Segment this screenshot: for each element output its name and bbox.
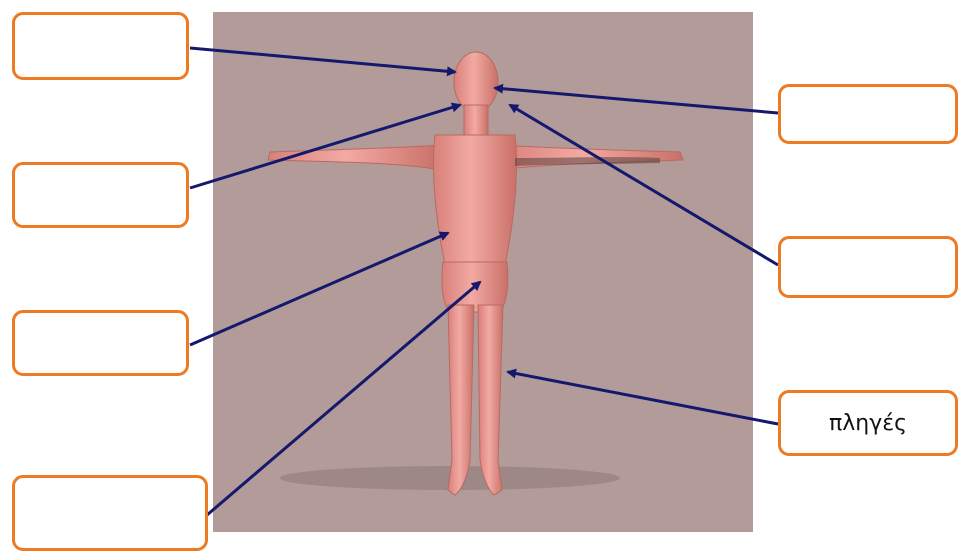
label-box-wounds[interactable]: πληγές bbox=[778, 390, 958, 456]
label-box-eye[interactable] bbox=[778, 84, 958, 144]
label-box-mouth[interactable] bbox=[12, 162, 189, 228]
label-box-nose[interactable] bbox=[778, 236, 958, 298]
label-box-abdomen[interactable] bbox=[12, 310, 189, 376]
neck bbox=[464, 105, 488, 135]
label-box-head[interactable] bbox=[12, 12, 189, 80]
head bbox=[454, 52, 498, 112]
label-box-groin[interactable] bbox=[12, 475, 208, 551]
right-leg bbox=[478, 305, 503, 495]
torso bbox=[433, 135, 516, 265]
